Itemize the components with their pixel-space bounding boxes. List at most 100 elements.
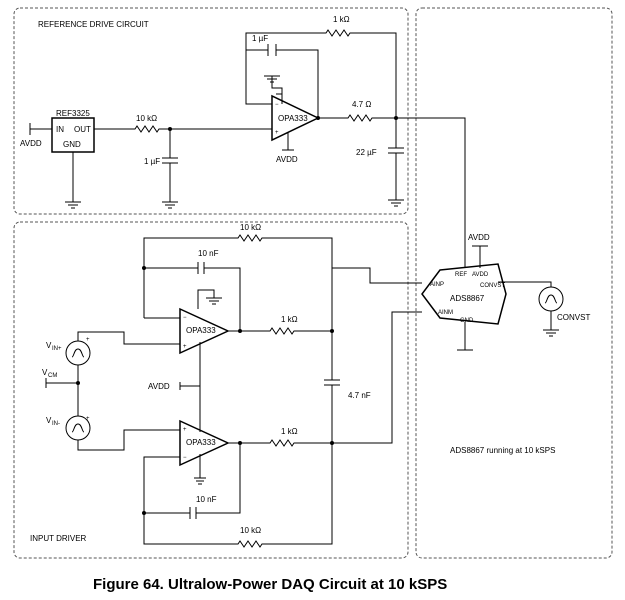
- adc-name: ADS8867: [450, 294, 485, 303]
- adc-ainp-pin: AINP: [430, 282, 444, 288]
- ref-opamp-avdd: AVDD: [276, 155, 298, 164]
- junction-dot: [316, 116, 320, 120]
- ref-feedback-1u-label: 1 µF: [252, 34, 268, 43]
- adc-gnd-wire: [457, 322, 473, 351]
- ainp-wire: [331, 267, 422, 331]
- input-top-10k-resistor: [143, 234, 333, 331]
- ref3325-ic: REF3325 IN OUT GND: [51, 109, 95, 153]
- sine-icon: [71, 423, 85, 433]
- convst-source: [538, 286, 564, 312]
- ads8867-ic: ADS8867 REF AVDD AINP AINM GND CONVST: [421, 263, 507, 325]
- input-section-title: INPUT DRIVER: [30, 534, 87, 543]
- vcm-label: V: [42, 368, 48, 377]
- svg-text:−: −: [275, 102, 279, 108]
- ground-icon: [162, 201, 178, 209]
- vin-minus-wire: [77, 429, 180, 451]
- ground-icon: [65, 201, 81, 209]
- input-bottom-10k-label: 10 kΩ: [240, 526, 261, 535]
- ref3325-out: OUT: [74, 125, 91, 134]
- convst-label: CONVST: [557, 313, 590, 322]
- input-opamp-top-label: OPA333: [186, 326, 216, 335]
- vin-plus-source: [65, 340, 91, 366]
- ground-icon: [194, 454, 206, 485]
- input-4-7n-label: 4.7 nF: [348, 391, 371, 400]
- ground-icon: [206, 297, 222, 305]
- vin-minus-sub: IN-: [52, 421, 60, 427]
- sine-icon: [71, 348, 85, 358]
- input-bottom-10n-capacitor: [189, 507, 197, 519]
- figure-caption: Figure 64. Ultralow-Power DAQ Circuit at…: [93, 576, 447, 593]
- input-top-1k-resistor: [228, 327, 332, 335]
- adc-gnd-pin: GND: [460, 318, 474, 324]
- svg-text:+: +: [86, 416, 90, 422]
- vcm-sub: CM: [48, 373, 57, 379]
- junction-dot: [76, 381, 80, 385]
- ref3325-gnd: GND: [63, 140, 81, 149]
- adc-avdd-pin: AVDD: [472, 272, 489, 278]
- input-top-10n-label: 10 nF: [198, 249, 219, 258]
- ref-22u-capacitor: [388, 118, 404, 200]
- adc-note: ADS8867 running at 10 kSPS: [450, 446, 555, 455]
- ground-icon: [543, 311, 559, 337]
- adc-avdd-wire: [472, 245, 488, 268]
- ref-4-7-resistor: [318, 114, 466, 268]
- input-top-gnd-wire: [197, 289, 215, 309]
- ref-avdd-wire: [29, 123, 52, 135]
- ref-10k-resistor: [94, 125, 272, 133]
- ground-icon: [388, 199, 404, 207]
- ref-feedback-1k-resistor: [245, 29, 397, 116]
- ref3325-name: REF3325: [56, 109, 90, 118]
- vcm-wire: [45, 378, 78, 388]
- junction-dot: [142, 511, 146, 515]
- ref-feedback-1u-capacitor: [267, 44, 277, 56]
- adc-section-box: [415, 7, 613, 559]
- input-bottom-10n-label: 10 nF: [196, 495, 217, 504]
- ainm-wire: [332, 311, 422, 444]
- ref-1u-capacitor: [162, 129, 178, 202]
- ref-4-7-label: 4.7 Ω: [352, 100, 371, 109]
- ref-feedback-1k-label: 1 kΩ: [333, 15, 350, 24]
- ref-avdd-label: AVDD: [20, 139, 42, 148]
- input-top-10n-capacitor: [197, 262, 205, 274]
- input-top-1k-label: 1 kΩ: [281, 315, 298, 324]
- svg-text:+: +: [183, 427, 187, 433]
- ref-22u-label: 22 µF: [356, 148, 377, 157]
- input-avdd-wire: [179, 342, 201, 432]
- input-4-7n-capacitor: [324, 331, 340, 443]
- input-avdd-label: AVDD: [148, 382, 170, 391]
- svg-text:+: +: [183, 344, 187, 350]
- input-bottom-1k-resistor: [228, 439, 332, 447]
- input-bottom-10n-wire: [144, 443, 241, 514]
- sine-icon: [544, 294, 558, 304]
- input-bottom-10k-resistor: [143, 443, 333, 548]
- ref3325-in: IN: [56, 125, 64, 134]
- adc-convst-pin: CONVST: [480, 283, 505, 289]
- vin-plus-label: V: [46, 341, 52, 350]
- input-top-10n-wire: [144, 267, 241, 331]
- ref-1u-label: 1 µF: [144, 157, 160, 166]
- input-opamp-top: OPA333 − +: [179, 307, 230, 355]
- svg-text:−: −: [183, 315, 187, 321]
- adc-avdd-label: AVDD: [468, 233, 490, 242]
- svg-text:−: −: [183, 455, 187, 461]
- junction-dot: [142, 266, 146, 270]
- input-top-10k-label: 10 kΩ: [240, 223, 261, 232]
- vin-plus-wire: [77, 331, 180, 345]
- vin-minus-label: V: [46, 416, 52, 425]
- input-opamp-bottom: OPA333 + −: [179, 419, 230, 467]
- input-opamp-bottom-label: OPA333: [186, 438, 216, 447]
- adc-ainm-pin: AINM: [438, 310, 453, 316]
- input-section-box: [13, 221, 409, 559]
- reference-section-box: [13, 7, 409, 215]
- ref-opamp-gnd-wire: [271, 76, 283, 96]
- ref-opamp-label: OPA333: [278, 114, 308, 123]
- svg-text:+: +: [86, 337, 90, 343]
- vin-plus-sub: IN+: [52, 346, 62, 352]
- ref-10k-label: 10 kΩ: [136, 114, 157, 123]
- adc-ref-pin: REF: [455, 272, 467, 278]
- input-bottom-1k-label: 1 kΩ: [281, 427, 298, 436]
- ref-feedback-cap-wire: [245, 49, 319, 118]
- junction-dot: [238, 441, 242, 445]
- ref-opamp: OPA333 − +: [271, 94, 320, 142]
